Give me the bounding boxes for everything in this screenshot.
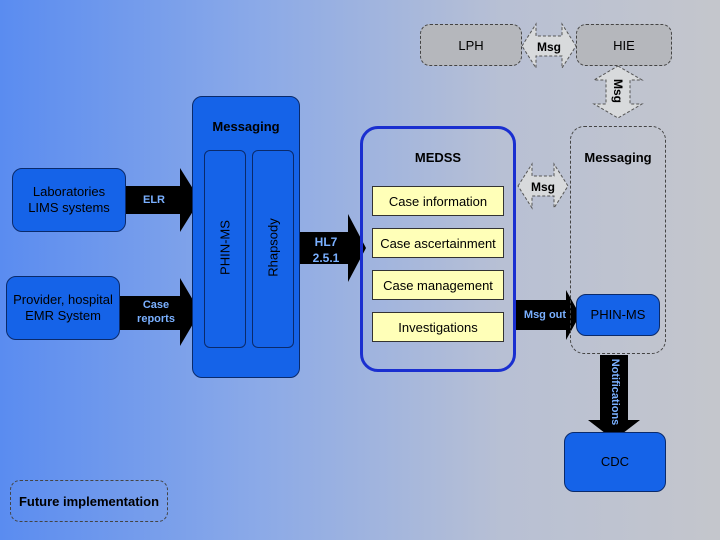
medss-item-label: Case ascertainment [380, 235, 496, 251]
rhapsody-column [252, 150, 294, 348]
notifications-label: Notifications [609, 358, 621, 426]
msg-middle-label: Msg [531, 180, 555, 194]
notifications-arrow [588, 355, 640, 440]
case-reports-label: Case reports [137, 299, 175, 325]
provider-label: Provider, hospital EMR System [13, 292, 113, 323]
lph-label: LPH [458, 37, 484, 53]
laboratories-box: Laboratories LIMS systems [12, 168, 126, 232]
messaging-left-title: Messaging [212, 119, 280, 134]
messaging-right-title: Messaging [584, 150, 652, 165]
elr-arrow [125, 168, 200, 232]
medss-title: MEDSS [414, 150, 462, 165]
medss-item-label: Investigations [398, 319, 478, 335]
hie-box: HIE [576, 24, 672, 66]
elr-label: ELR [143, 194, 165, 206]
phin-ms-right-box: PHIN-MS [576, 294, 660, 336]
medss-item-investigations: Investigations [372, 312, 504, 342]
cdc-label: CDC [600, 454, 630, 469]
msg-middle-double-arrow [517, 162, 569, 210]
phin-ms-left-label: PHIN-MS [217, 220, 233, 275]
msg-vertical-label: Msg [611, 79, 625, 103]
medss-item-case-management: Case management [372, 270, 504, 300]
cdc-box: CDC [564, 432, 666, 492]
messaging-right-box [570, 126, 666, 354]
hie-label: HIE [613, 37, 635, 53]
case-reports-arrow [120, 278, 200, 346]
laboratories-label: Laboratories LIMS systems [28, 184, 110, 215]
future-implementation-legend: Future implementation [10, 480, 168, 522]
hl7-arrow [300, 214, 366, 282]
msg-out-label: Msg out [523, 309, 567, 321]
phin-ms-right-label: PHIN-MS [590, 307, 646, 322]
future-implementation-label: Future implementation [18, 493, 160, 509]
medss-box [360, 126, 516, 372]
msg-top-label: Msg [537, 40, 561, 54]
lph-box: LPH [420, 24, 522, 66]
rhapsody-label: Rhapsody [265, 218, 281, 277]
phin-ms-column [204, 150, 246, 348]
msg-vertical-double-arrow [592, 65, 644, 119]
provider-box: Provider, hospital EMR System [6, 276, 120, 340]
medss-item-case-ascertainment: Case ascertainment [372, 228, 504, 258]
msg-out-arrow [516, 290, 580, 340]
medss-item-label: Case management [383, 277, 493, 293]
medss-item-label: Case information [388, 193, 488, 209]
medss-item-case-information: Case information [372, 186, 504, 216]
hl7-label: HL7 2.5.1 [312, 235, 340, 265]
